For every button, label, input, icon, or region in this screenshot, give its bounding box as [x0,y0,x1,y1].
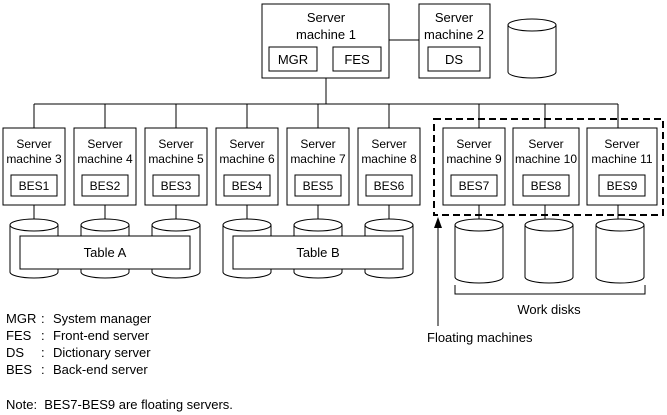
disk-icon [524,218,574,284]
floating-arrow-icon [434,217,442,326]
disk-icon [595,218,645,284]
machine-subtitle: machine 7 [290,152,346,166]
server-machine-10: Server machine 10 BES8 [512,127,580,206]
legend-abbr: BES [6,362,32,377]
mgr-label: MGR [278,52,308,67]
machine-title: Server [528,137,563,151]
bes-label: BES5 [303,179,334,193]
machine-title: Server [16,137,51,151]
bes-label: BES8 [531,179,562,193]
legend-abbr: MGR [6,311,36,326]
machine-subtitle: machine 8 [361,152,417,166]
server-machine-2: Server machine 2 DS [418,3,491,79]
machine-subtitle: machine 4 [77,152,133,166]
bes-label: BES6 [374,179,405,193]
bes-label: BES3 [161,179,192,193]
bes-label: BES1 [19,179,50,193]
server-machine-9: Server machine 9 BES7 [442,127,506,206]
legend-desc: Front-end server [53,328,150,343]
machine-subtitle: machine 11 [591,152,652,166]
server-machine-1-subtitle: machine 1 [296,27,356,42]
legend-desc: System manager [53,311,152,326]
work-disks-bracket [454,285,646,295]
connection-lines [33,39,619,219]
server-machine-4: Server machine 4 BES2 [73,127,137,206]
legend-sep: : [41,328,45,343]
machine-subtitle: machine 3 [6,152,62,166]
server-machine-1-title: Server [307,10,346,25]
machine-subtitle: machine 10 [515,152,577,166]
fes-label: FES [344,52,370,67]
disk-icon [454,218,504,284]
table-b: Table B [232,235,404,270]
legend-sep: : [41,345,45,360]
legend: MGR : System manager FES : Front-end ser… [6,311,152,377]
server-machine-5: Server machine 5 BES3 [144,127,208,206]
machine-title: Server [87,137,122,151]
machine-subtitle: machine 5 [148,152,204,166]
legend-abbr: DS [6,345,24,360]
machine-title: Server [371,137,406,151]
machine-title: Server [158,137,193,151]
machine-subtitle: machine 9 [446,152,502,166]
server-machine-11: Server machine 11 BES9 [586,127,658,206]
machine-subtitle: machine 6 [219,152,275,166]
dictionary-disk-icon [507,18,557,79]
server-machine-8: Server machine 8 BES6 [357,127,421,206]
machine-title: Server [300,137,335,151]
bes-label: BES9 [607,179,638,193]
table-a: Table A [19,235,191,270]
legend-sep: : [41,311,45,326]
legend-sep: : [41,362,45,377]
server-machine-7: Server machine 7 BES5 [286,127,350,206]
floating-machines-group [433,118,664,216]
note: Note: BES7-BES9 are floating servers. [6,397,233,412]
table-a-label: Table A [84,245,127,260]
legend-abbr: FES [6,328,32,343]
server-machine-1: Server machine 1 MGR FES [261,3,390,79]
table-b-label: Table B [296,245,339,260]
bes-label: BES2 [90,179,121,193]
ds-label: DS [445,52,463,67]
work-disks [454,218,645,284]
server-machine-6: Server machine 6 BES4 [215,127,279,206]
server-machine-2-title: Server [435,10,474,25]
work-disks-label: Work disks [517,302,581,317]
legend-desc: Dictionary server [53,345,151,360]
machine-title: Server [229,137,264,151]
floating-machines-label: Floating machines [427,330,533,345]
machine-title: Server [456,137,491,151]
legend-desc: Back-end server [53,362,148,377]
machine-title: Server [604,137,639,151]
server-machine-2-subtitle: machine 2 [424,27,484,42]
server-machine-3: Server machine 3 BES1 [2,127,66,206]
bes-label: BES4 [232,179,263,193]
bes-label: BES7 [459,179,490,193]
